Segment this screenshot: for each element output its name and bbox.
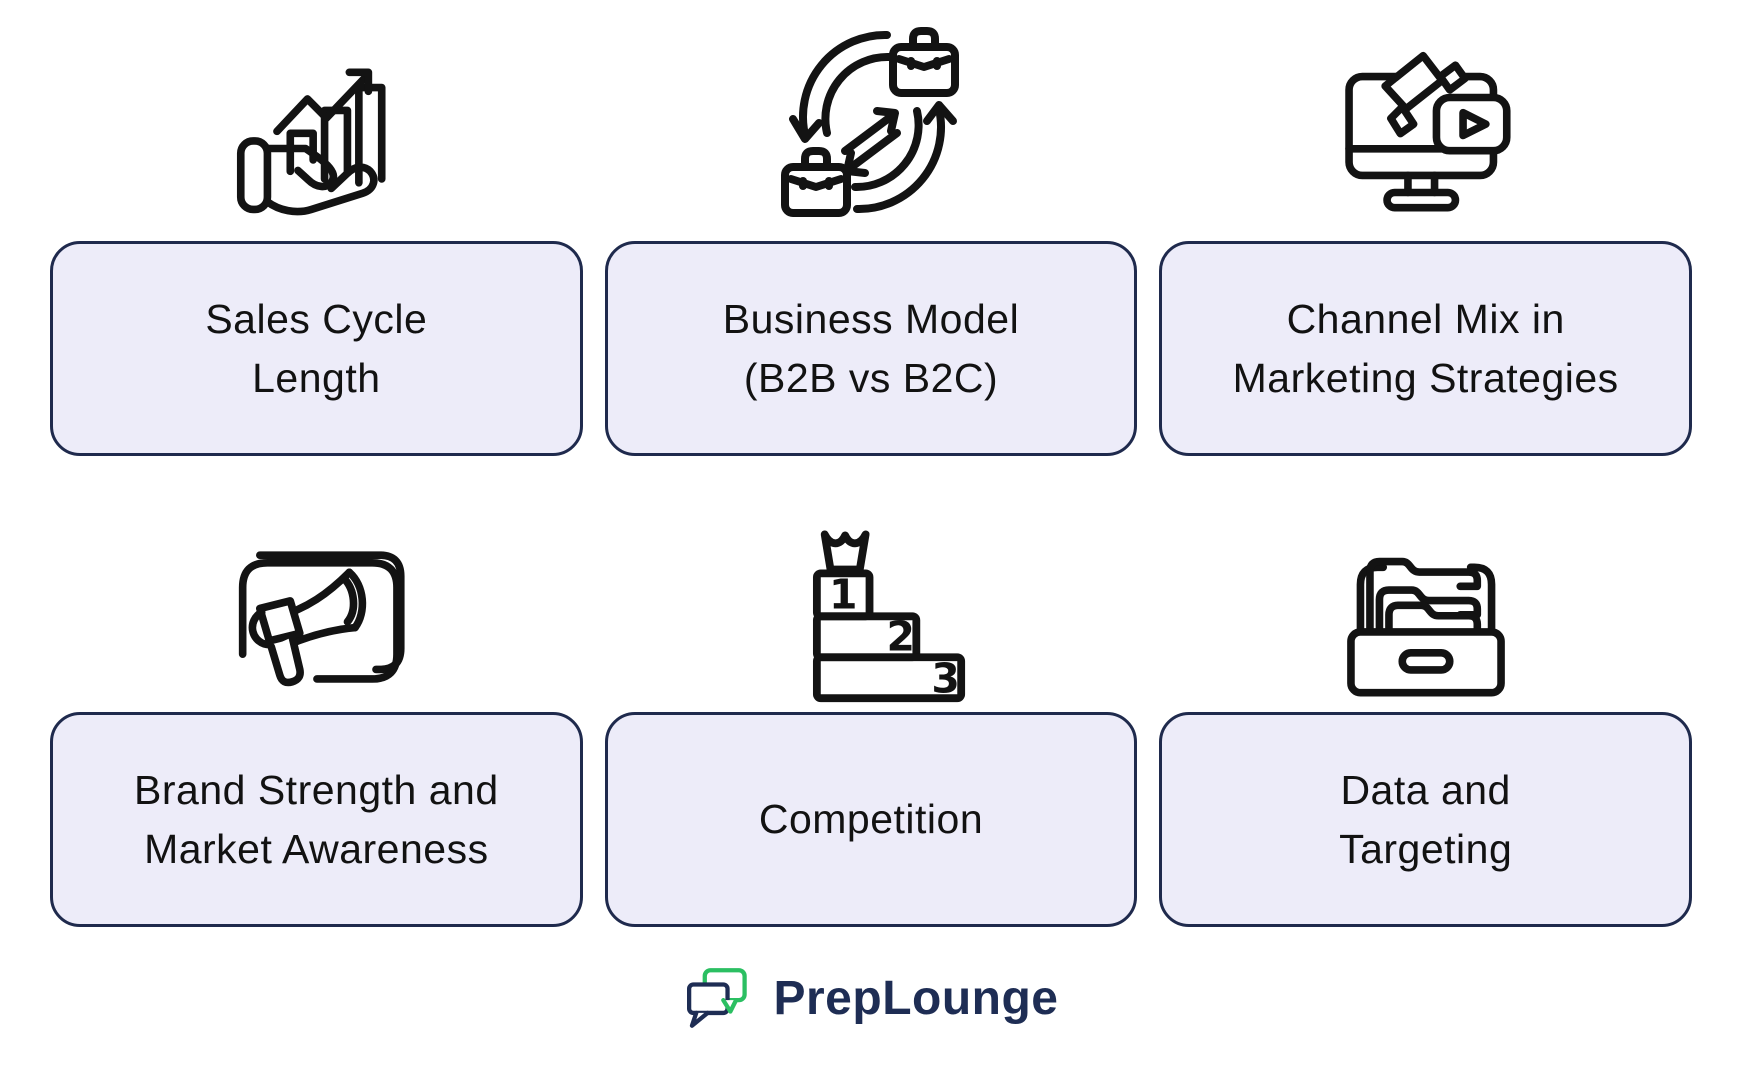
preplounge-logo-icon [687,968,748,1028]
card-label-line: Business Model [722,296,1020,343]
card-label-line: Marketing Strategies [1232,354,1619,401]
card-label-line: Market Awareness [144,825,489,872]
icon-row-2: 1 2 3 [0,456,1742,712]
card-business-model: Business Model (B2B vs B2C) [604,241,1138,456]
card-label-line: Length [252,354,381,401]
megaphone-screen-icon [50,456,583,712]
briefcase-exchange-icon [605,0,1138,241]
card-competition: Competition [604,712,1138,927]
card-channel-mix: Channel Mix in Marketing Strategies [1159,241,1692,456]
card-data-targeting: Data and Targeting [1159,712,1692,927]
card-label-line: Competition [758,796,984,843]
card-row-1: Sales Cycle Length Business Model (B2B v… [0,241,1742,456]
svg-text:1: 1 [829,571,857,619]
card-brand-strength: Brand Strength and Market Awareness [50,712,583,927]
hand-growth-chart-icon [50,0,583,241]
svg-text:2: 2 [887,612,915,660]
brand-name: PrepLounge [773,971,1059,1025]
footer: PrepLounge [0,927,1742,1069]
card-label-line: Brand Strength and [134,767,499,814]
card-label-line: Sales Cycle [205,296,428,343]
card-label-line: Channel Mix in [1286,296,1565,343]
archive-folders-icon [1159,456,1692,712]
svg-text:3: 3 [932,654,960,702]
card-label-line: (B2B vs B2C) [743,354,999,401]
monitor-megaphone-video-icon [1159,0,1692,241]
podium-ranking-icon: 1 2 3 [605,456,1138,712]
card-label-line: Targeting [1339,825,1513,872]
card-sales-cycle-length: Sales Cycle Length [50,241,583,456]
icon-row-1 [0,0,1742,241]
card-row-2: Brand Strength and Market Awareness Comp… [0,712,1742,927]
card-label-line: Data and [1340,767,1511,814]
